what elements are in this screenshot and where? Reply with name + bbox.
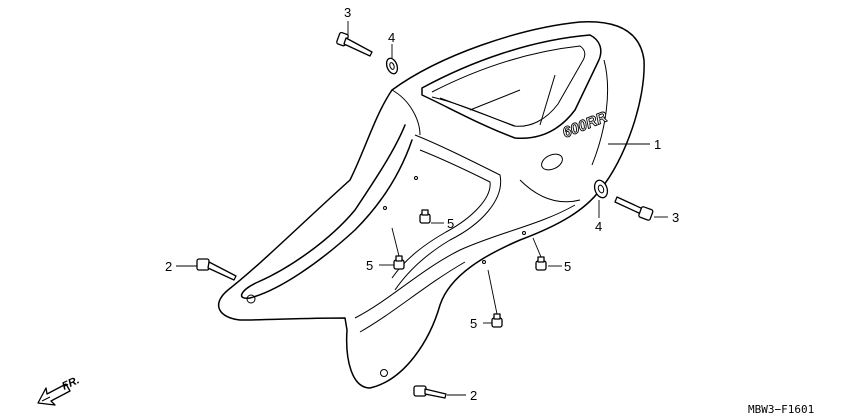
rear-seat-cowl: 600RR (217, 21, 645, 389)
callout-3-top: 3 (344, 5, 351, 20)
clip-part-5-d (491, 313, 503, 328)
bolt-part-3-top (336, 31, 373, 57)
clip-part-5-b (393, 255, 405, 270)
diagram-reference-code: MBW3−F1601 (748, 403, 814, 416)
clip-part-5-a (419, 209, 431, 224)
callout-5-b: 5 (366, 258, 373, 273)
callout-2-left: 2 (165, 259, 172, 274)
bolt-part-3-right (614, 196, 654, 221)
callout-5-a: 5 (447, 216, 454, 231)
front-direction-arrow: FR. (37, 374, 81, 406)
callout-4-top: 4 (388, 30, 395, 45)
callout-4-right: 4 (595, 219, 602, 234)
callout-5-d: 5 (470, 316, 477, 331)
front-direction-label: FR. (60, 374, 81, 392)
leader-lines (176, 21, 668, 396)
washer-part-4-right (593, 179, 609, 199)
callout-1: 1 (654, 137, 661, 152)
bolt-part-2-left (196, 258, 237, 281)
callout-5-c: 5 (564, 259, 571, 274)
model-logo: 600RR (560, 108, 610, 141)
callout-3-right: 3 (672, 210, 679, 225)
callout-2-bottom: 2 (470, 388, 477, 403)
washer-part-4-top (385, 57, 399, 75)
bolt-part-2-bottom (413, 385, 447, 399)
clip-part-5-c (535, 256, 547, 271)
